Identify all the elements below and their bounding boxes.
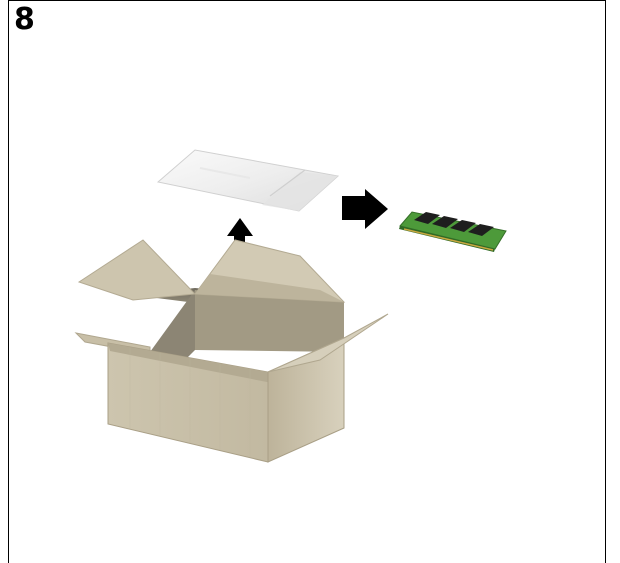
memory-module xyxy=(399,212,506,252)
arrow-right-icon xyxy=(342,189,388,229)
anti-static-bag xyxy=(158,150,338,211)
cardboard-box xyxy=(76,240,388,462)
